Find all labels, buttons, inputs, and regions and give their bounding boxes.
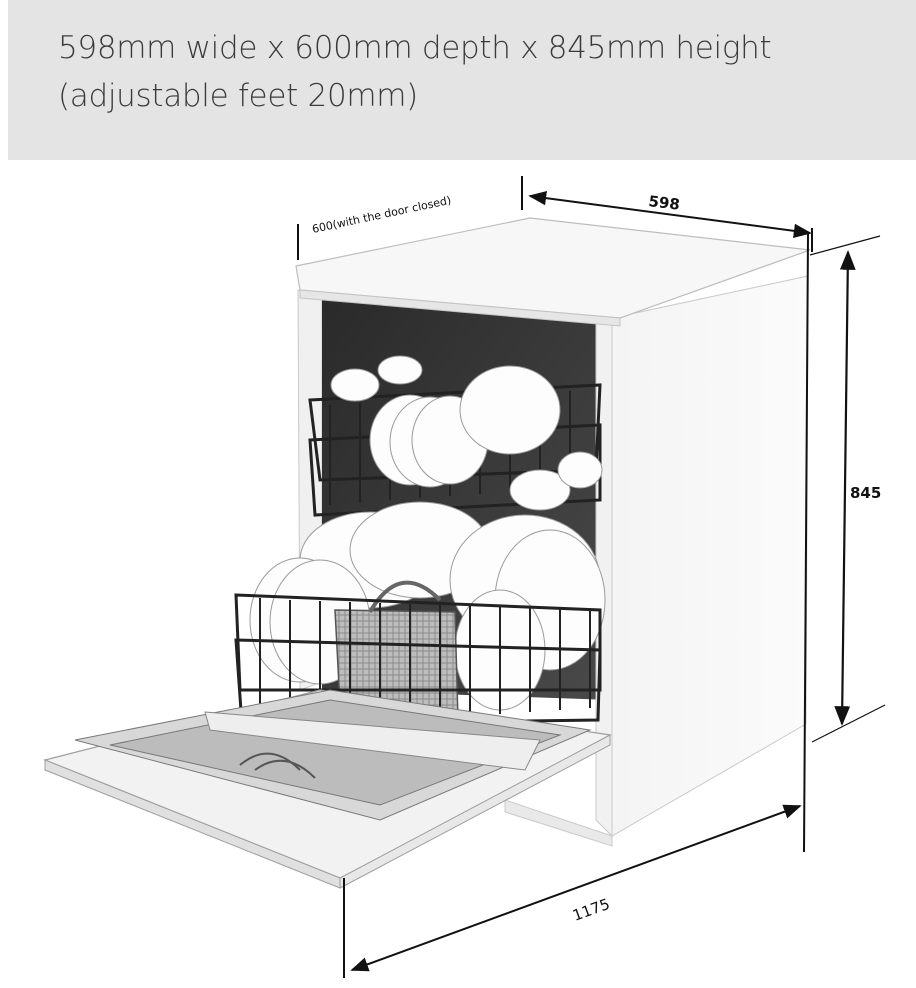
worktop — [295, 217, 811, 319]
height-dimension-line — [834, 250, 856, 726]
door-bar — [204, 711, 541, 771]
spec-dimensions-line: 598mm wide x 600mm depth x 845mm height — [58, 30, 772, 66]
upper-basket — [308, 355, 603, 517]
worktop-edge — [299, 289, 621, 327]
width-dimension-line — [528, 190, 812, 239]
open-depth-label: 1175 — [570, 895, 612, 925]
bowl — [459, 365, 561, 455]
right-reference-line — [803, 233, 809, 853]
spec-feet-line: (adjustable feet 20mm) — [58, 78, 418, 114]
spec-header-band — [8, 0, 916, 160]
cup — [330, 368, 380, 402]
cup — [377, 355, 423, 385]
height-extension-line — [809, 235, 881, 256]
lower-basket — [234, 501, 606, 727]
side-panel — [611, 275, 809, 837]
open-door — [43, 689, 612, 889]
cup — [557, 451, 603, 489]
cup — [509, 469, 571, 511]
width-label: 598 — [648, 192, 681, 214]
dishwasher-illustration — [43, 217, 811, 889]
open-depth-dimension-line — [350, 804, 802, 972]
height-label: 845 — [850, 484, 881, 502]
depth-label: 600(with the door closed) — [311, 194, 452, 236]
height-extension-line — [811, 704, 886, 743]
